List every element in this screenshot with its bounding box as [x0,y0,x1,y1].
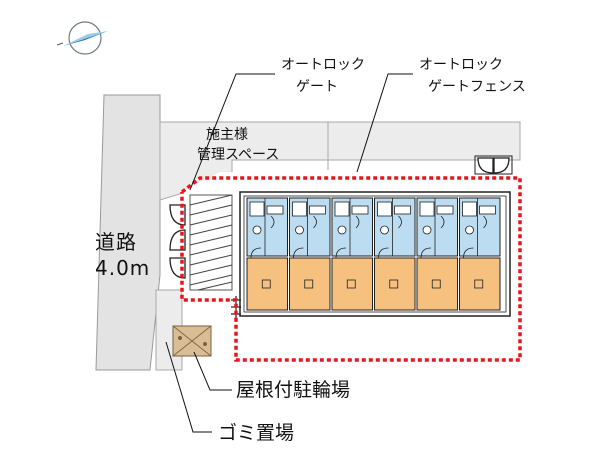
staircase [189,194,233,291]
gate-fence-door-icon [474,155,513,175]
apartment-unit [331,197,373,311]
apartment-unit [289,197,331,311]
apartment-unit [246,197,288,311]
unit-row [246,197,501,311]
autolock-gate-label-line1: オートロック [281,57,365,73]
autolock-fence-label-line1: オートロック [419,57,503,73]
owner-space-label-line1: 施主様 [206,127,248,143]
autolock-fence [180,176,522,362]
road [95,94,161,371]
owner-space-label-line2: 管理スペース [197,147,280,163]
bicycle-parking-label: 屋根付駐輪場 [236,379,351,401]
north-arrow-icon [56,21,108,55]
apartment-unit [416,197,458,311]
lot-boundary [159,121,521,201]
autolock-fence-label-line2: ゲートフェンス [428,79,526,95]
leader-lines [165,73,413,433]
autolock-gate-label-line2: ゲート [296,79,338,95]
apartment-unit [374,197,416,311]
road-label: 道路 [95,230,137,254]
garbage-area-label: ゴミ置場 [218,422,295,444]
apartment-unit [459,197,501,311]
road-width-label: 4.0m [95,256,151,280]
garbage-box [172,325,212,357]
